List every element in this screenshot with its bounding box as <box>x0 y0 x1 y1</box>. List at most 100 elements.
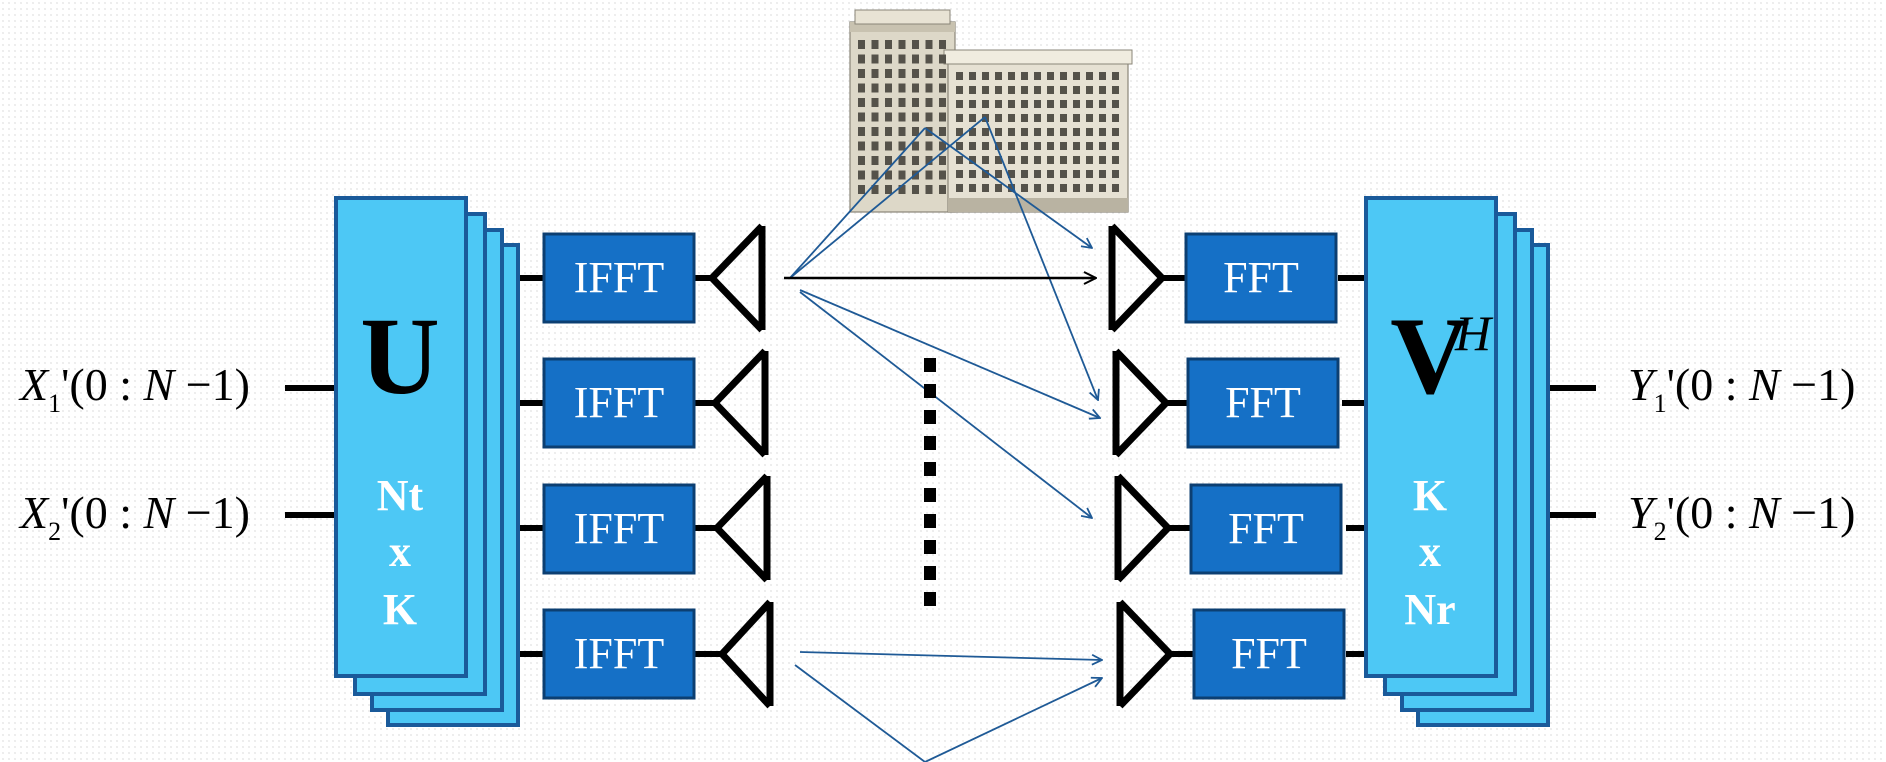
building-window <box>871 69 879 78</box>
propagation-paths <box>789 116 1102 762</box>
ifft-label-1: IFFT <box>574 253 665 302</box>
building-window <box>1021 142 1028 150</box>
building-window <box>925 170 933 180</box>
building-window <box>956 100 963 108</box>
building-window <box>1112 114 1119 122</box>
building-window <box>925 98 933 107</box>
building-window <box>995 156 1002 164</box>
building-window <box>898 185 906 194</box>
building-window <box>1047 128 1054 136</box>
building-window <box>969 156 976 164</box>
building-window <box>871 127 879 136</box>
path-tx1-rx3 <box>799 291 1092 518</box>
building-window <box>982 100 989 108</box>
combiner-dim-cols: Nr <box>1404 585 1455 634</box>
building-window <box>898 127 906 136</box>
building-window <box>1008 100 1015 108</box>
building-window <box>858 54 865 64</box>
building-window <box>969 114 976 122</box>
building-window <box>1073 170 1080 178</box>
combiner-superscript: H <box>1454 305 1494 361</box>
building-window <box>1034 72 1041 80</box>
building-window <box>995 100 1002 108</box>
path-ground-rx4 <box>924 678 1102 762</box>
building-window <box>1099 142 1106 150</box>
path-building-rx1 <box>924 127 1092 248</box>
building-window <box>871 40 879 49</box>
building-window <box>912 156 919 165</box>
building-window <box>995 170 1002 178</box>
rx-antenna-2-icon <box>1112 348 1171 458</box>
building-window <box>995 72 1002 80</box>
building-window <box>1034 170 1041 178</box>
building-window <box>1086 142 1093 150</box>
building-window <box>898 112 906 122</box>
tx-antenna-2-icon <box>710 348 769 458</box>
path-tx1-rx2 <box>799 289 1100 418</box>
building-window <box>1034 142 1041 150</box>
building-window <box>1073 114 1080 122</box>
building-window <box>858 98 865 107</box>
building-window <box>925 40 933 49</box>
building-window <box>1099 114 1106 122</box>
building-window <box>969 72 976 80</box>
input-label-1: X1'(0 : N −1) <box>20 359 250 418</box>
building-window <box>995 184 1002 192</box>
building-window <box>1099 72 1106 80</box>
building-window <box>956 114 963 122</box>
building-window <box>1112 128 1119 136</box>
precoder-front <box>334 196 468 678</box>
building-window <box>982 86 989 94</box>
building-window <box>1047 170 1054 178</box>
building-window <box>1008 142 1015 150</box>
building-window <box>1060 100 1067 108</box>
building-window <box>898 170 906 180</box>
building-window <box>885 112 892 122</box>
building-window <box>1112 184 1119 192</box>
building-window <box>1073 100 1080 108</box>
precoder-dim-times: x <box>389 527 411 576</box>
building-window <box>858 112 865 122</box>
output-label-1: Y1'(0 : N −1) <box>1628 359 1856 418</box>
building-window <box>858 40 865 49</box>
building-window <box>1060 114 1067 122</box>
building-window <box>1060 128 1067 136</box>
building-window <box>871 185 879 194</box>
building-window <box>885 98 892 107</box>
input-label-2: X2'(0 : N −1) <box>20 487 250 546</box>
building-window <box>1099 184 1106 192</box>
building-window <box>939 112 946 122</box>
fft-label-2: FFT <box>1225 378 1301 427</box>
path-building-rx2 <box>984 116 1098 400</box>
tx-antenna-3-icon <box>712 473 771 583</box>
building-window <box>1112 86 1119 94</box>
building-window <box>912 54 919 64</box>
precoder-dim-cols: K <box>383 585 417 634</box>
building-window <box>1047 142 1054 150</box>
building-window <box>925 83 933 93</box>
building-window <box>885 185 892 194</box>
building-window <box>1008 114 1015 122</box>
building-window <box>1008 184 1015 192</box>
building-window <box>1112 170 1119 178</box>
building-window <box>1060 156 1067 164</box>
rx-antennas <box>1108 223 1175 709</box>
building-window <box>1021 114 1028 122</box>
building-window <box>1073 86 1080 94</box>
ifft-label-3: IFFT <box>574 504 665 553</box>
building-window <box>912 40 919 49</box>
building-window <box>1034 128 1041 136</box>
building-window <box>1060 170 1067 178</box>
building-window <box>956 128 963 136</box>
fft-block-4: FFT <box>1192 608 1346 700</box>
building-window <box>1086 156 1093 164</box>
building-window <box>898 98 906 107</box>
building-window <box>1047 72 1054 80</box>
fft-block-1: FFT <box>1184 232 1338 324</box>
building-window <box>898 54 906 64</box>
building-window <box>1034 156 1041 164</box>
building-window <box>885 156 892 165</box>
building-window <box>898 83 906 93</box>
building-window <box>982 128 989 136</box>
ifft-label-4: IFFT <box>574 629 665 678</box>
